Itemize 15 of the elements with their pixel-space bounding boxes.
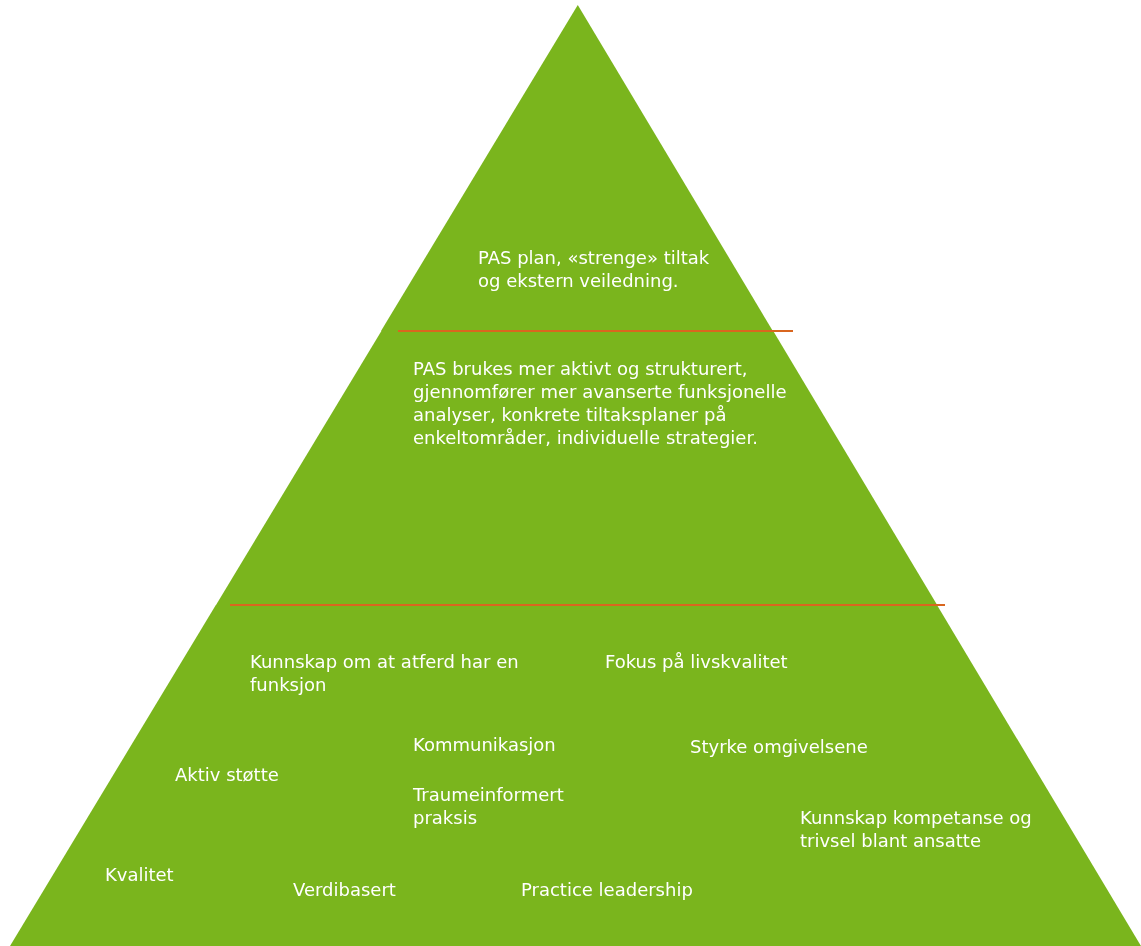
level-text: Kommunikasjon (413, 733, 557, 757)
level-text: PAS brukes mer aktivt og strukturert, gjennomfører mer avanserte funksjonelle analyser, konkrete tiltaksplaner på enkeltområder, individuelle strategier. (413, 357, 788, 450)
level-text: Fokus på livskvalitet (605, 650, 789, 674)
level-text: Kunnskap kompetanse og trivsel blant ansatte (800, 806, 1033, 853)
level-text: PAS plan, «strenge» tiltak og ekstern veiledning. (478, 246, 711, 293)
level-text: Styrke omgivelsene (690, 735, 869, 759)
level-text: Kunnskap om at atferd har en funksjon (250, 650, 520, 697)
level-text: Kvalitet (105, 863, 175, 887)
level-text: Aktiv støtte (175, 763, 280, 787)
pyramid-level (215, 331, 937, 605)
pyramid-level (381, 5, 774, 331)
level-text: Verdibasert (293, 878, 397, 902)
pyramid-level (10, 605, 1141, 946)
level-text: Practice leadership (521, 878, 694, 902)
level-text: Traumeinformert praksis (413, 783, 565, 830)
